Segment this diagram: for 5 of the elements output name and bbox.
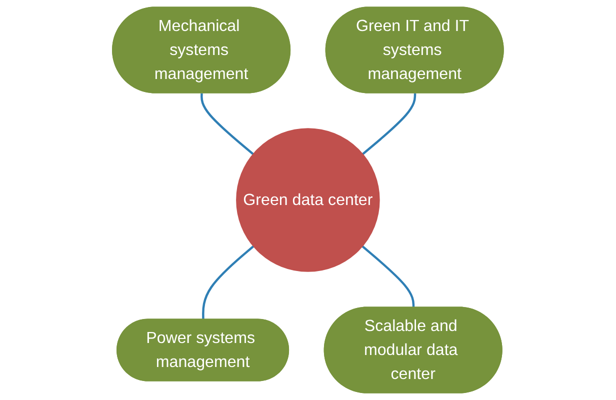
connector (202, 245, 254, 320)
node-circle: Green data center (236, 128, 380, 272)
connector (362, 93, 416, 155)
connector (200, 93, 254, 155)
connector (362, 245, 415, 308)
